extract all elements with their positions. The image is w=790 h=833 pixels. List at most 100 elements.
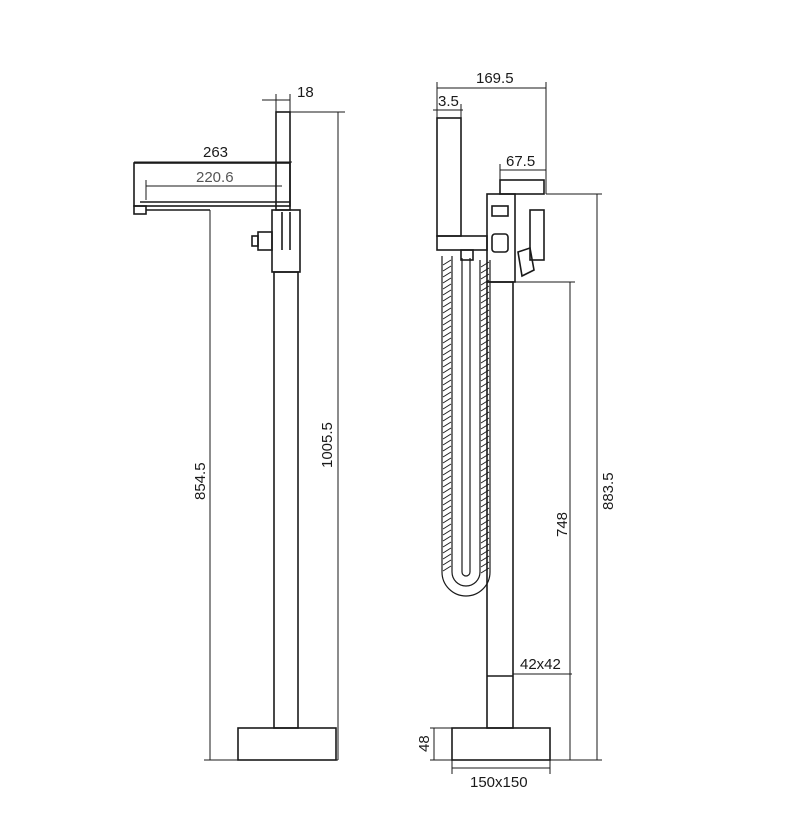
front-view: 169.5 3.5 67.5 883.5 748 [416, 70, 617, 791]
hose-hatch-line [442, 559, 452, 566]
dim-front-spout-height: 883.5 [546, 193, 617, 761]
hose-hatch-line [480, 381, 490, 388]
hose-hatch-line [442, 325, 452, 332]
hose-hatch-line [442, 373, 452, 380]
hose-hatch-line [480, 345, 490, 352]
hose-hatch-line [480, 321, 490, 328]
hose-hatch-line [480, 261, 490, 268]
hose-hatch-line [442, 409, 452, 416]
hose-hatch-line [442, 379, 452, 386]
hose-hatch-line [480, 279, 490, 286]
hose-hatch-line [480, 531, 490, 538]
dim-overall-depth: 169.5 [436, 70, 547, 194]
hose-hatch-line [442, 385, 452, 392]
dim-label-150x150: 150x150 [470, 774, 528, 791]
dim-label-3-5: 3.5 [438, 93, 459, 110]
hose-hatch-line [442, 403, 452, 410]
hose-hatch-line [442, 565, 452, 572]
hose-hatch-line [480, 507, 490, 514]
dim-label-42x42: 42x42 [520, 656, 561, 673]
hose-hatch-line [442, 343, 452, 350]
side-base [237, 727, 337, 761]
hose-hatch-line [480, 555, 490, 562]
front-handle [529, 209, 545, 261]
hose-hatch-line [442, 439, 452, 446]
hose-hatch-line [442, 391, 452, 398]
front-hose [441, 256, 491, 597]
hose-hatch-line [480, 333, 490, 340]
hose-hatch-line [480, 453, 490, 460]
hose-hatch-line [480, 387, 490, 394]
dim-handshower-offset: 3.5 [433, 93, 463, 118]
dim-label-748: 748 [554, 512, 571, 537]
dim-base-size: 150x150 [451, 760, 551, 791]
hose-hatch-line [442, 553, 452, 560]
hose-hatch-line [480, 471, 490, 478]
hose-hatch-line [480, 513, 490, 520]
dim-label-67-5: 67.5 [506, 153, 535, 170]
hose-hatch-line [480, 375, 490, 382]
hose-hatch-line [442, 493, 452, 500]
hose-hatch-line [480, 435, 490, 442]
hose-hatch-line [442, 523, 452, 530]
front-spout-head [499, 179, 545, 195]
side-riser [273, 271, 299, 729]
hose-hatch-line [442, 331, 452, 338]
hose-hatch-line [442, 367, 452, 374]
hose-hatch-line [480, 429, 490, 436]
dim-label-263: 263 [203, 144, 228, 161]
hose-hatch-line [480, 399, 490, 406]
front-base [451, 727, 551, 761]
hose-hatch-line [480, 357, 490, 364]
hose-hatch-line [442, 457, 452, 464]
dim-spout-reach: 220.6 [145, 169, 282, 200]
hose-hatch-line [480, 489, 490, 496]
hose-hatch-line [480, 543, 490, 550]
front-handshower [436, 117, 462, 237]
hose-hatch-line [442, 337, 452, 344]
hose-hatch-line [480, 405, 490, 412]
hose-hatch-line [442, 433, 452, 440]
hose-hatch-line [442, 355, 452, 362]
hose-hatch-line [442, 319, 452, 326]
hose-hatch-line [480, 501, 490, 508]
hose-hatch-line [480, 303, 490, 310]
hose-hatch-line [442, 535, 452, 542]
hose-hatch-line [442, 277, 452, 284]
dim-spout-length: 263 [134, 144, 292, 163]
side-spout [133, 162, 291, 207]
dim-total-height: 1005.5 [290, 111, 345, 760]
hose-hatch-line [442, 475, 452, 482]
hose-hatch-line [480, 495, 490, 502]
hose-hatch-line [442, 271, 452, 278]
dim-riser-height: 748 [513, 281, 575, 760]
dim-label-883-5: 883.5 [600, 472, 617, 510]
hose-hatch-line [480, 393, 490, 400]
hose-hatch-line [442, 541, 452, 548]
hose-hatch-line [442, 421, 452, 428]
hose-hatch-line [442, 469, 452, 476]
hose-hatch-line [480, 459, 490, 466]
hose-hatch-line [442, 445, 452, 452]
hose-hatch-line [480, 567, 490, 574]
hose-hatch-line [480, 327, 490, 334]
hose-hatch-line [480, 273, 490, 280]
hose-hatch-line [480, 309, 490, 316]
dim-pipe-width: 18 [262, 84, 314, 112]
hose-hatch-line [442, 451, 452, 458]
dim-label-18: 18 [297, 84, 314, 101]
hose-hatch-line [480, 267, 490, 274]
hose-hatch-line [480, 549, 490, 556]
hose-hatch-line [442, 289, 452, 296]
hose-hatch-line [442, 295, 452, 302]
dim-spout-height: 854.5 [192, 210, 338, 761]
dim-spout-depth: 67.5 [499, 153, 546, 180]
hose-hatch-line [442, 415, 452, 422]
dim-label-48: 48 [416, 735, 433, 752]
hose-hatch-line [480, 369, 490, 376]
hose-hatch-line [480, 291, 490, 298]
hose-hatch-line [442, 547, 452, 554]
side-aerator [133, 205, 147, 215]
hose-hatch-line [480, 477, 490, 484]
side-collar [271, 209, 301, 273]
